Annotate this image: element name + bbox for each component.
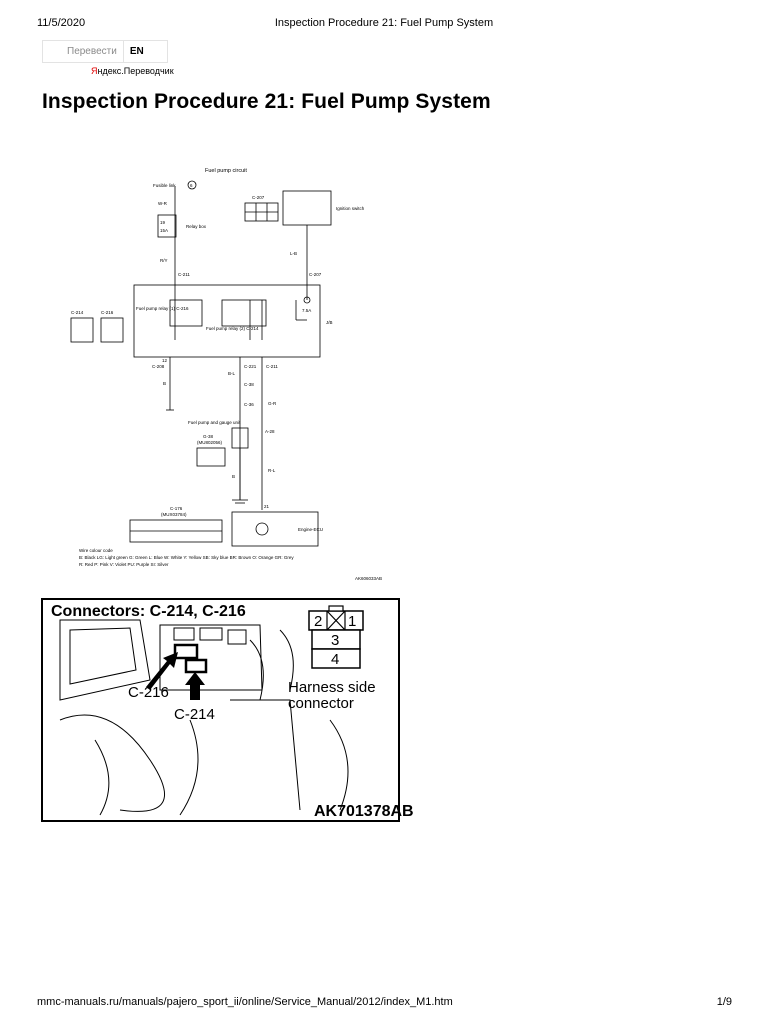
engine-ecu-label: Engine-ECU xyxy=(298,527,323,532)
c36-label: C-36 xyxy=(244,402,254,407)
relay1-label: Fuel pump relay (1) C-216 xyxy=(136,306,189,311)
print-header-title: Inspection Procedure 21: Fuel Pump Syste… xyxy=(274,17,494,29)
connector-figure-code: AK701378AB xyxy=(314,803,414,820)
c216-left-label: C-216 xyxy=(101,310,114,315)
wire-lb-label: L-B xyxy=(290,251,297,256)
wire-rl-label: R-L xyxy=(268,468,276,473)
c216-callout: C-216 xyxy=(128,684,169,701)
fuse-box xyxy=(157,214,177,238)
colour-legend-title: Wire colour code xyxy=(79,548,113,553)
c207-top-label: C-207 xyxy=(252,195,265,200)
ignition-switch-label: Ignition switch xyxy=(336,206,365,211)
g38-label: G-38 xyxy=(203,434,214,439)
pin-12-label: 12 xyxy=(162,358,168,363)
brand-first-letter: Я xyxy=(91,66,98,76)
relay-2 xyxy=(221,299,267,327)
relay-1 xyxy=(169,299,203,327)
junction-block xyxy=(133,284,321,358)
wire-b2-label: B xyxy=(232,474,235,479)
a28-label: A-28 xyxy=(265,429,275,434)
footer-url: mmc-manuals.ru/manuals/pajero_sport_ii/o… xyxy=(37,996,453,1008)
g38-code: (MU802056) xyxy=(197,440,223,445)
translator-brand[interactable]: Яндекс.Переводчик xyxy=(91,66,174,76)
harness-label-line-1: Harness side xyxy=(288,679,376,696)
g38-connector xyxy=(196,447,226,467)
connector-figure xyxy=(41,598,400,822)
pin-21-label: 21 xyxy=(264,504,270,509)
diagram-title: Fuel pump circuit xyxy=(205,168,247,174)
relay2-label: Fuel pump relay (2) C-214 xyxy=(206,326,259,331)
c207-right-label: C-207 xyxy=(309,272,322,277)
c214-small-connector xyxy=(70,317,94,343)
fusible-link-symbol xyxy=(187,180,197,190)
print-date: 11/5/2020 xyxy=(37,17,86,29)
c216-small-connector xyxy=(100,317,124,343)
c176-code: (MUX03784) xyxy=(161,512,187,517)
fuse-75a-label: 7.5A xyxy=(302,308,311,313)
wire-bl-label: B-L xyxy=(228,371,236,376)
fusible-link-label: Fusible link xyxy=(153,183,176,188)
wire-ry-label: R/Y xyxy=(160,258,168,263)
language-selector[interactable]: EN xyxy=(129,46,144,57)
c211-bottom-label: C-211 xyxy=(266,364,278,369)
translate-button[interactable]: Перевести xyxy=(67,46,117,57)
c211-top-label: C-211 xyxy=(178,272,190,277)
fuse-rating: 15A xyxy=(160,228,168,233)
relay-box-label: Relay box xyxy=(186,224,207,229)
pin-4-label: 4 xyxy=(331,651,339,668)
wire-gr-label: G-R xyxy=(268,401,277,406)
colour-legend-line-2: R: Red P: Pink V: Violet PU: Purple SI: … xyxy=(79,562,169,567)
page-title: Inspection Procedure 21: Fuel Pump Syste… xyxy=(42,90,491,113)
c38-label: C-38 xyxy=(244,382,254,387)
engine-ecu-box xyxy=(231,511,319,547)
c176-label: C-176 xyxy=(170,506,183,511)
ignition-switch-box xyxy=(282,190,332,226)
brand-rest: ндекс.Переводчик xyxy=(97,66,174,76)
fuel-pump-unit-label: Fuel pump and gauge unit xyxy=(188,420,241,425)
pin-2-label: 2 xyxy=(314,613,322,630)
c214-callout: C-214 xyxy=(174,706,215,723)
translate-divider xyxy=(122,40,124,63)
wiring-figure-code: AK606033AB xyxy=(355,576,382,581)
c221-label: C-221 xyxy=(244,364,257,369)
page-number: 1/9 xyxy=(716,996,732,1008)
translate-widget: Перевести EN xyxy=(42,40,168,63)
pin-3-label: 3 xyxy=(331,632,339,649)
connector-figure-title: Connectors: C-214, C-216 xyxy=(51,603,246,620)
c208-label: C-208 xyxy=(152,364,165,369)
jb-label: J/B xyxy=(326,320,333,325)
fusible-link-number: 6 xyxy=(190,183,193,188)
colour-legend-line-1: B: Black LG: Light green G: Green L: Blu… xyxy=(79,555,294,560)
harness-label-line-2: connector xyxy=(288,695,354,712)
wire-wr-label: W-R xyxy=(158,201,168,206)
pin-1-label: 1 xyxy=(348,613,356,630)
fuse-number: 19 xyxy=(160,220,166,225)
c214-left-label: C-214 xyxy=(71,310,84,315)
wire-b-label: B xyxy=(163,381,166,386)
